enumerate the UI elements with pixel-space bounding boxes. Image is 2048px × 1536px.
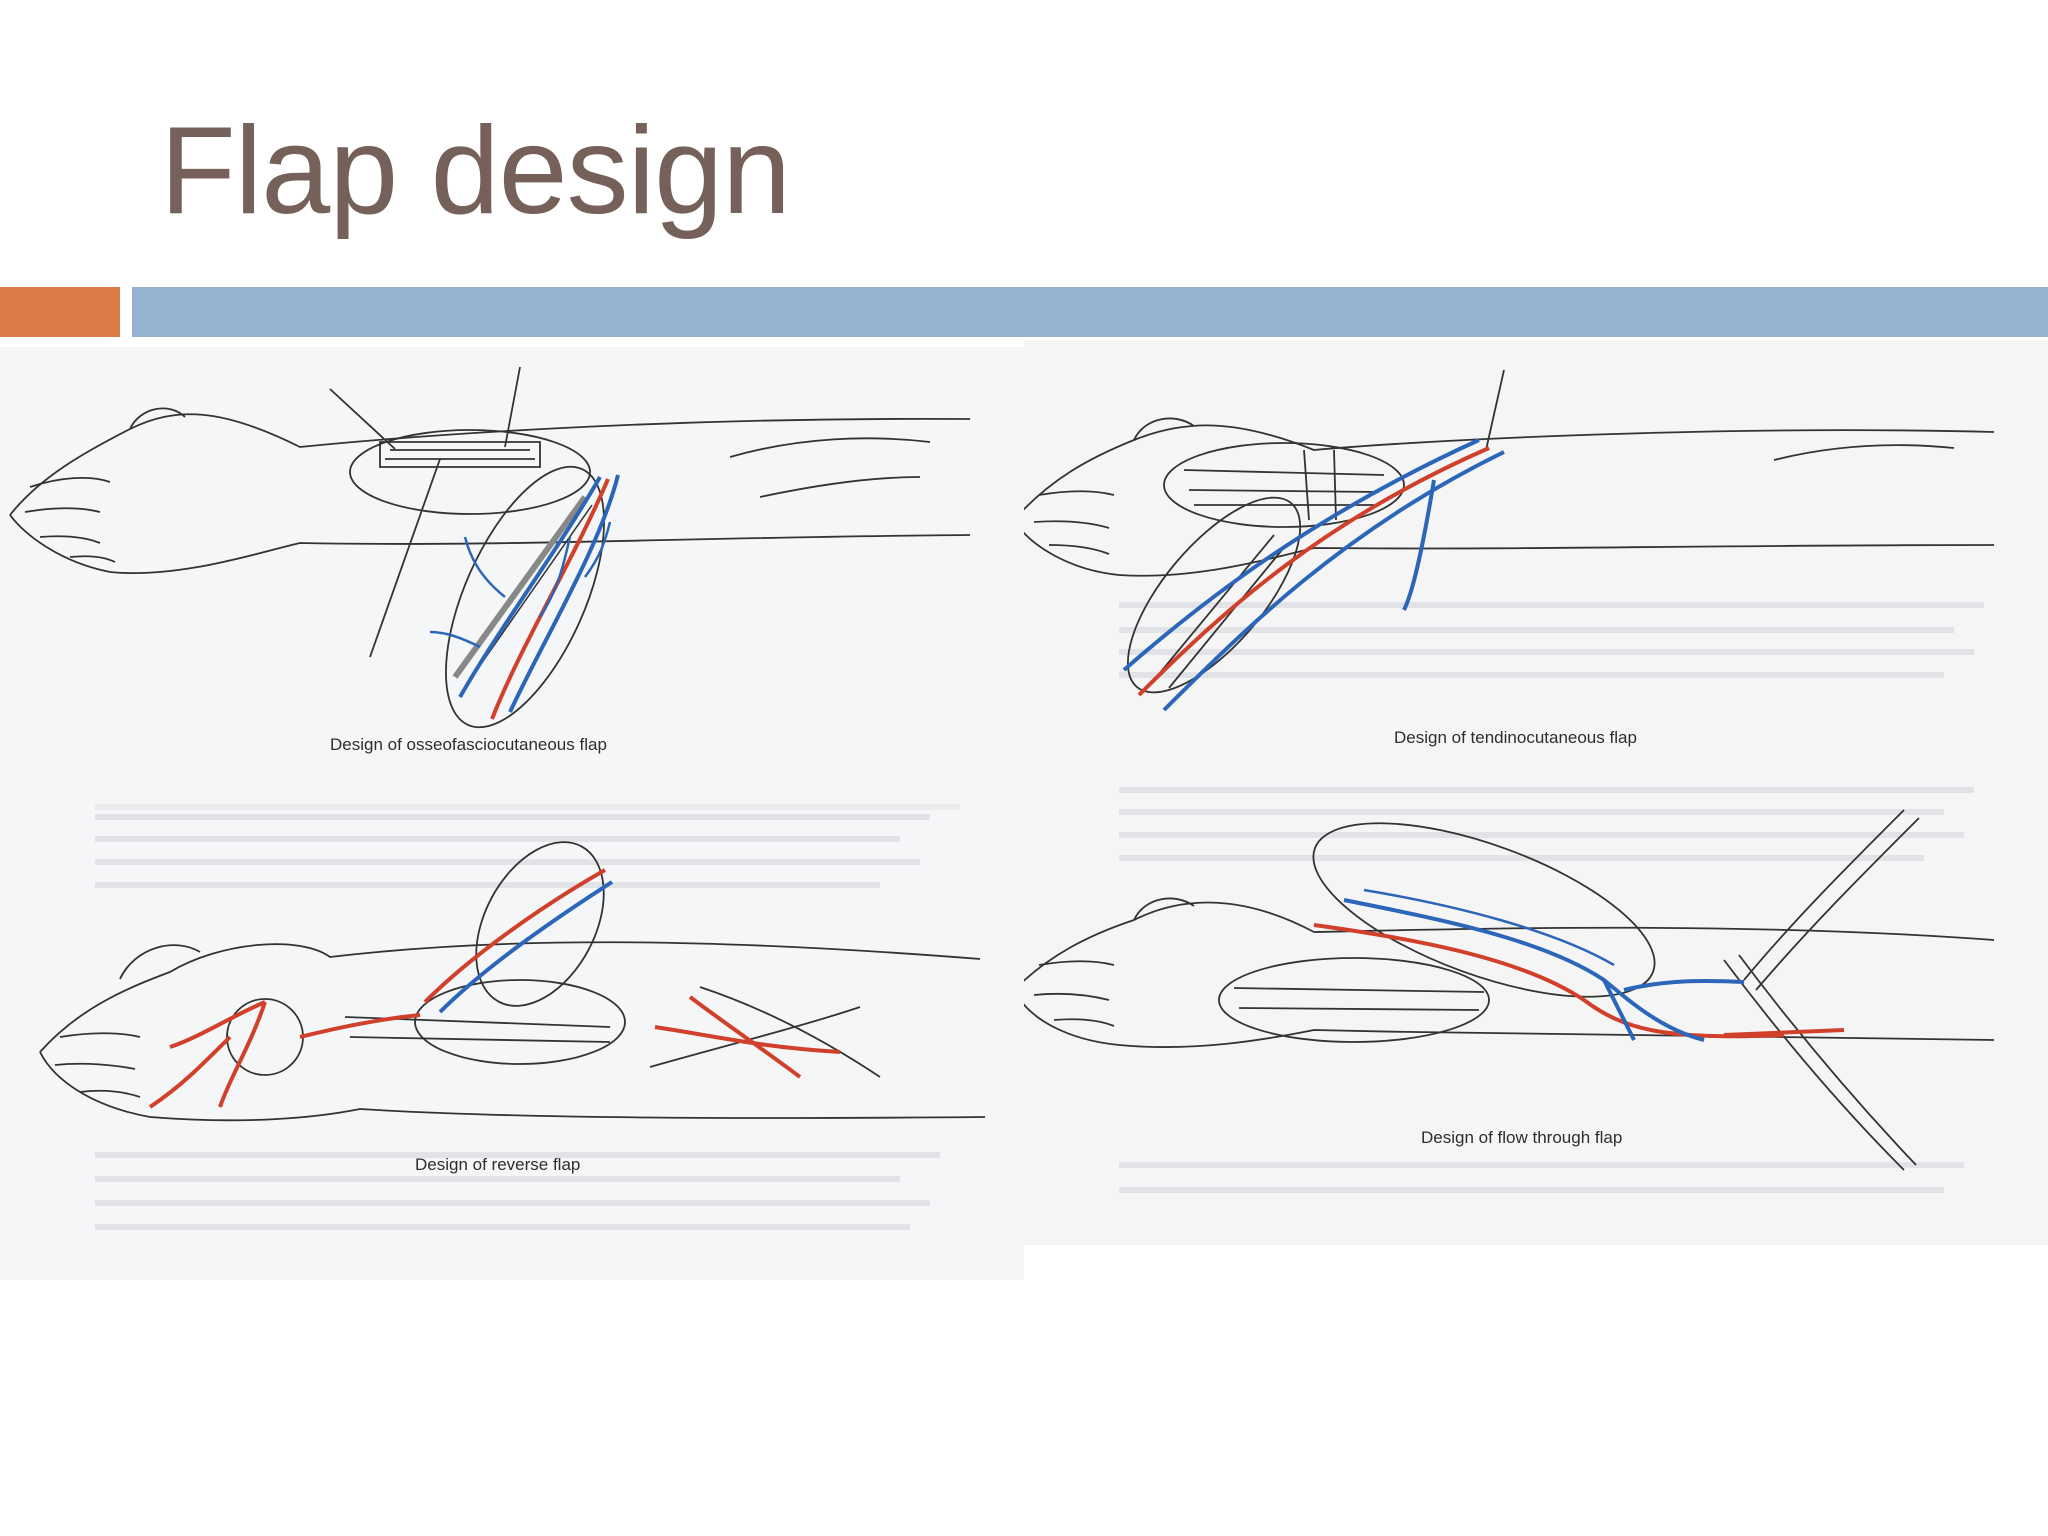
faint-text-lines <box>1119 605 1984 1190</box>
forearm-illustration-tendinocutaneous <box>1024 370 1994 719</box>
faint-text-lines <box>95 807 960 1227</box>
vessels-osseofasciocutaneous <box>430 475 618 719</box>
forearm-illustration-osseofasciocutaneous <box>10 367 970 749</box>
title-accent-orange-bar <box>0 287 120 337</box>
scan-right-drawings <box>1024 340 2048 1245</box>
forearm-illustration-flow-through <box>1024 787 1994 1170</box>
title-accent-blue-bar <box>132 287 2048 337</box>
vessels-reverse <box>150 870 840 1107</box>
scan-left-drawings <box>0 347 1024 1280</box>
scanned-page-left: Design of osseofasciocutaneous flap Desi… <box>0 347 1024 1280</box>
slide-title: Flap design <box>160 102 791 240</box>
caption-tendinocutaneous-flap: Design of tendinocutaneous flap <box>1394 728 1637 747</box>
vessels-tendinocutaneous <box>1124 440 1504 710</box>
forearm-illustration-reverse <box>40 820 985 1120</box>
caption-osseofasciocutaneous-flap: Design of osseofasciocutaneous flap <box>330 735 607 754</box>
scanned-page-right: Design of tendinocutaneous flap Design o… <box>1024 340 2048 1245</box>
vessels-flow-through <box>1314 890 1844 1040</box>
caption-flow-through-flap: Design of flow through flap <box>1421 1128 1623 1147</box>
caption-reverse-flap: Design of reverse flap <box>415 1155 581 1174</box>
